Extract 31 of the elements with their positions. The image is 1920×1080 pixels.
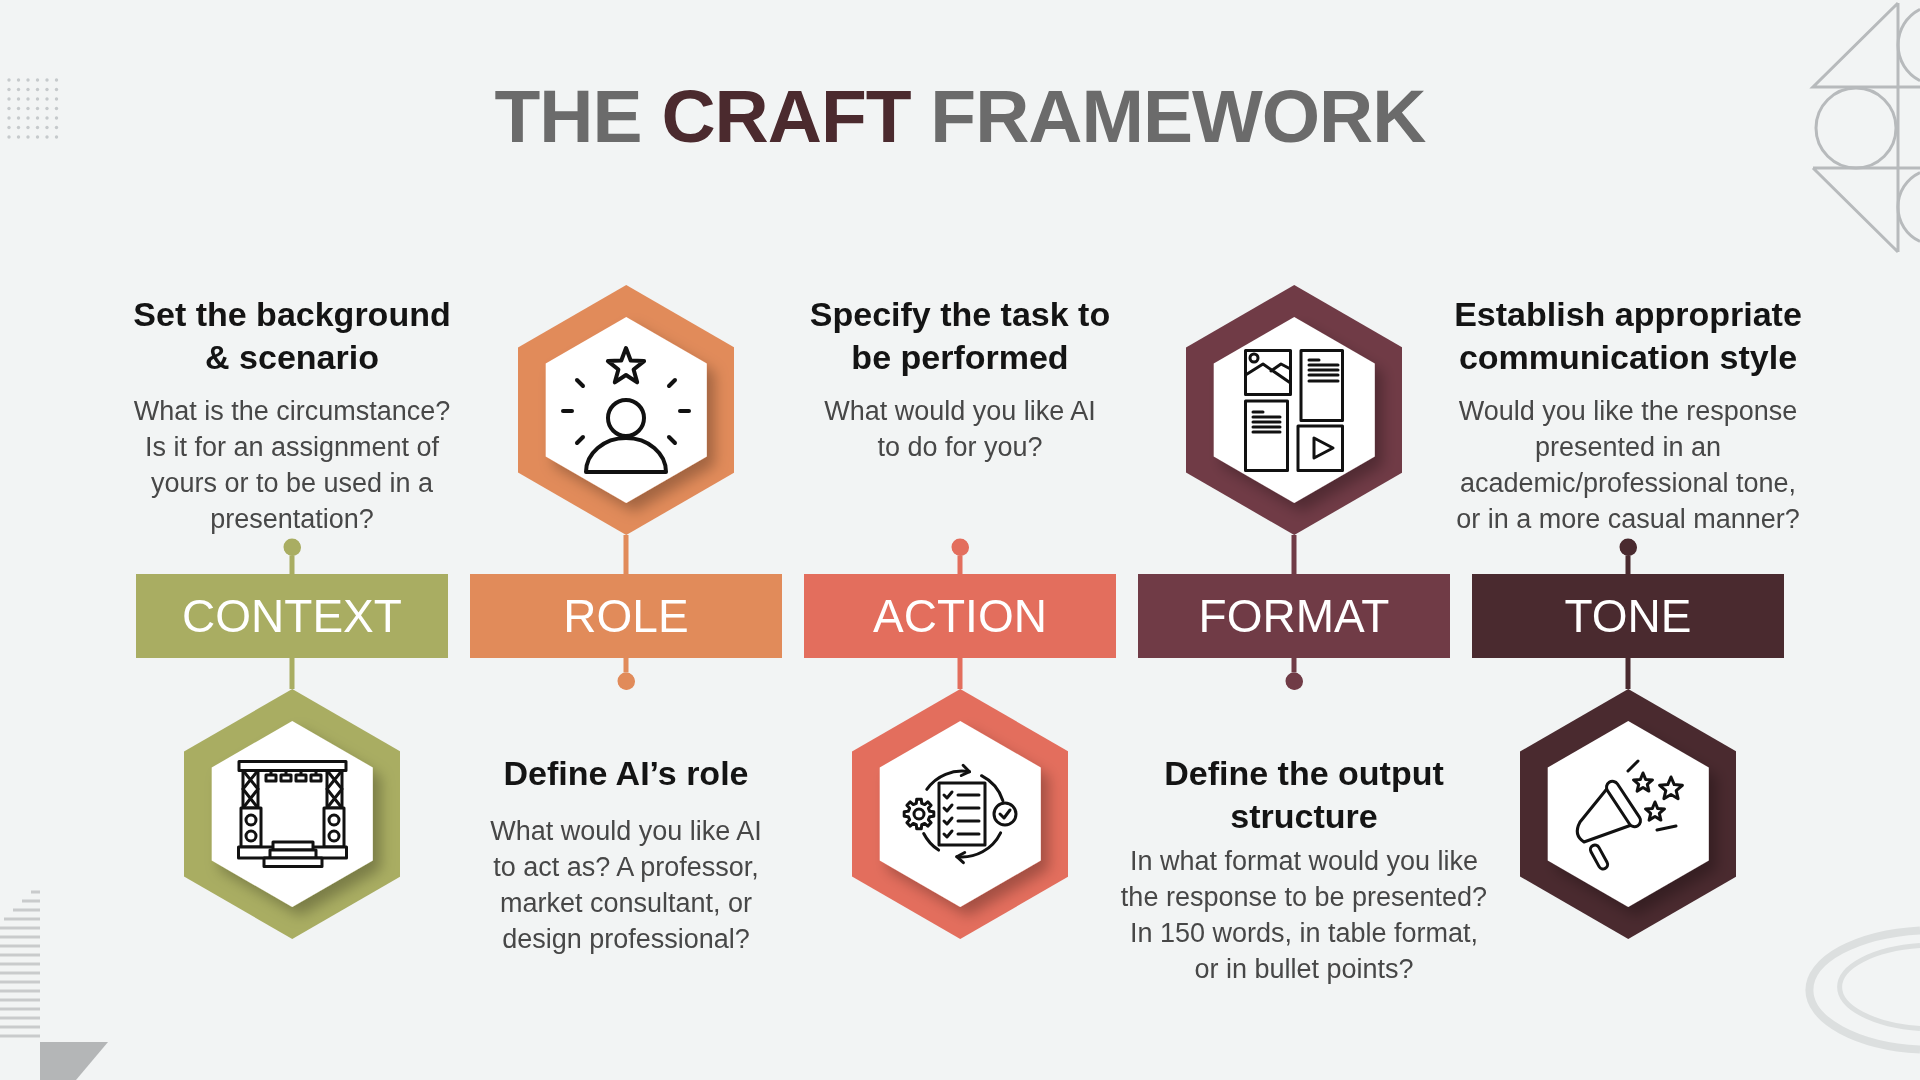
hexagon-frame <box>517 285 735 535</box>
connector-line <box>623 535 629 574</box>
step-heading: Define AI’s role <box>502 753 750 794</box>
step-heading: Define the output structure <box>1163 753 1445 837</box>
step-heading: Specify the task to be performed <box>808 294 1112 378</box>
step-heading: Establish appropriate communication style <box>1453 294 1803 378</box>
hexagon-frame <box>1519 689 1737 939</box>
step-description: In what format would you like the response to be presented? In 150 words, in table format, or in bullet points? <box>1119 845 1489 986</box>
step-description: What would you like AI to act as? A professor, market consultant, or design professional? <box>489 815 763 956</box>
step-label: FORMAT <box>1198 589 1390 643</box>
connector-line <box>289 658 295 689</box>
connector-line <box>1625 658 1631 689</box>
step-label: ROLE <box>563 589 689 643</box>
step-description: What is the circumstance? Is it for an assignment of yours or to be used in a presentation? <box>132 395 452 536</box>
step-banner <box>470 574 782 658</box>
title: THE CRAFT FRAMEWORK <box>494 73 1426 160</box>
step-label: TONE <box>1564 589 1692 643</box>
hexagon-frame <box>183 689 401 939</box>
step-banner <box>136 574 448 658</box>
step-heading: Set the background & scenario <box>132 294 452 378</box>
step-label: ACTION <box>873 589 1047 643</box>
step-banner <box>1138 574 1450 658</box>
step-label: CONTEXT <box>182 589 402 643</box>
connector-line <box>957 658 963 689</box>
step-banner <box>1472 574 1784 658</box>
connector-line <box>1291 535 1297 574</box>
hexagon-frame <box>1185 285 1403 535</box>
step-description: Would you like the response presented in an academic/professional tone, or in a more casual manner? <box>1455 395 1801 536</box>
step-banner <box>804 574 1116 658</box>
step-description: What would you like AI to do for you? <box>823 395 1097 464</box>
hexagon-frame <box>851 689 1069 939</box>
